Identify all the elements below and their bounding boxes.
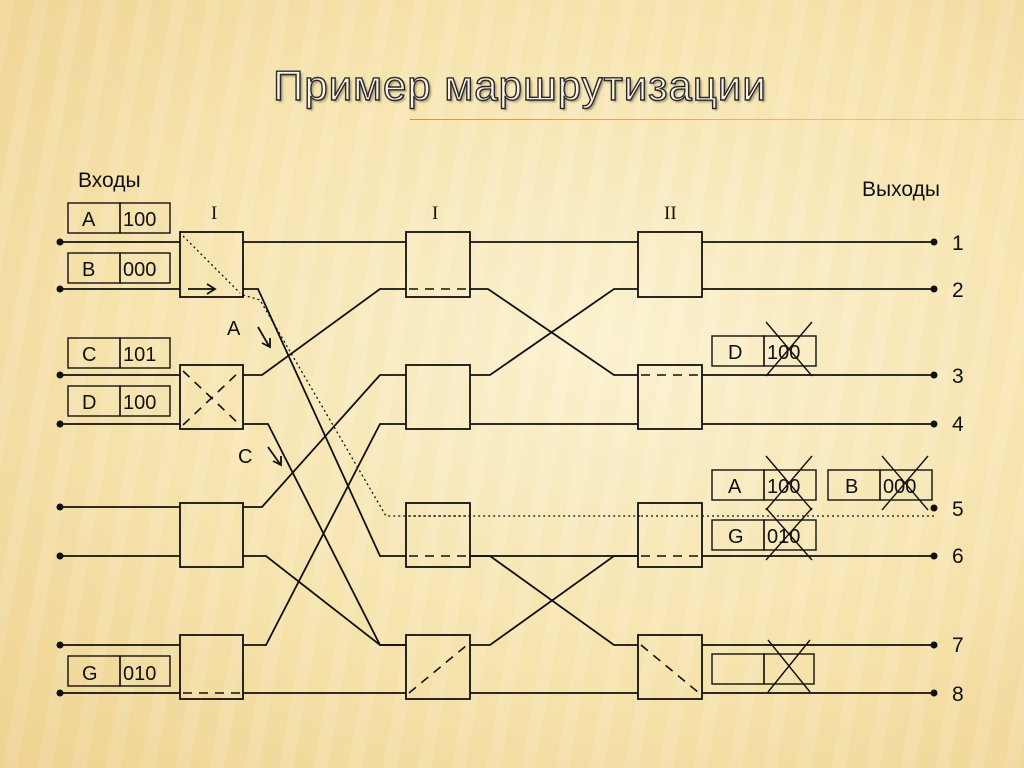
switch-s3-1 — [637, 231, 703, 298]
packet-address: 010 — [767, 526, 800, 548]
packet-address: 100 — [123, 209, 156, 231]
output-number-8: 8 — [952, 683, 964, 706]
input-packet-g: G 010 — [67, 655, 171, 687]
links-stage-2-to-3 — [470, 241, 638, 694]
stage-label-3: II — [664, 203, 677, 224]
slide-title: Пример маршрутизации — [272, 61, 767, 109]
packet-letter: G — [728, 526, 744, 548]
packet-letter: G — [82, 663, 98, 685]
output-number-6: 6 — [952, 545, 964, 568]
output-lines — [702, 238, 938, 697]
title-underline — [410, 119, 1024, 120]
path-label-c: C — [238, 446, 252, 468]
switch-s1-4 — [179, 634, 244, 700]
packet-address: 010 — [123, 663, 156, 685]
switch-s2-4 — [405, 634, 471, 700]
input-packet-a: A 100 — [67, 202, 171, 234]
output-packet-g: G 010 — [711, 507, 817, 561]
output-packet-d: D 100 — [711, 321, 817, 377]
outputs-heading: Выходы — [862, 178, 940, 201]
output-number-2: 2 — [952, 279, 964, 302]
switch-s3-2 — [637, 364, 703, 430]
output-packet-a: A 100 — [711, 455, 817, 511]
path-indicators: A C — [188, 283, 282, 468]
inputs-heading: Входы — [78, 169, 141, 192]
packet-letter: A — [82, 209, 96, 231]
packet-address: 100 — [123, 392, 156, 414]
switch-s3-4 — [637, 634, 703, 700]
arrow-down-right-icon — [267, 446, 281, 465]
stage-3-switches — [637, 231, 703, 700]
output-number-5: 5 — [952, 498, 964, 521]
input-packet-c: C 101 — [67, 337, 171, 369]
output-number-3: 3 — [952, 365, 964, 388]
packet-letter: A — [728, 476, 742, 498]
output-packet-b: B 000 — [827, 455, 933, 511]
packet-address: 000 — [883, 476, 916, 498]
switch-s3-3 — [637, 502, 703, 568]
switch-s1-2 — [179, 364, 244, 430]
switch-s2-1 — [405, 231, 471, 298]
packet-letter: D — [728, 342, 742, 364]
packet-letter: D — [82, 392, 96, 414]
output-number-1: 1 — [952, 232, 964, 255]
output-number-7: 7 — [952, 634, 964, 657]
path-label-a: A — [227, 318, 241, 340]
input-lines — [56, 238, 180, 697]
packet-letter: B — [82, 259, 95, 281]
packet-a-route — [242, 294, 641, 517]
packet-address: 000 — [123, 259, 156, 281]
packet-letter: B — [845, 476, 858, 498]
packet-address: 100 — [767, 342, 800, 364]
stage-label-2: I — [432, 203, 438, 224]
switch-s1-3 — [179, 502, 244, 568]
output-packet-empty — [711, 639, 815, 693]
arrow-down-right-icon — [257, 326, 270, 347]
output-number-4: 4 — [952, 413, 964, 436]
stage-label-1: I — [211, 203, 217, 224]
links-stage-1-to-2 — [243, 241, 406, 694]
input-packet-b: B 000 — [67, 252, 171, 284]
stage-1-switches — [179, 231, 244, 700]
switch-s1-1 — [179, 231, 244, 298]
packet-letter: C — [82, 344, 96, 366]
switch-s2-3 — [405, 502, 471, 568]
packet-address: 100 — [767, 476, 800, 498]
packet-address: 101 — [123, 344, 156, 366]
stage-2-switches — [405, 231, 471, 700]
input-packet-d: D 100 — [67, 385, 171, 417]
switch-s2-2 — [405, 364, 471, 430]
